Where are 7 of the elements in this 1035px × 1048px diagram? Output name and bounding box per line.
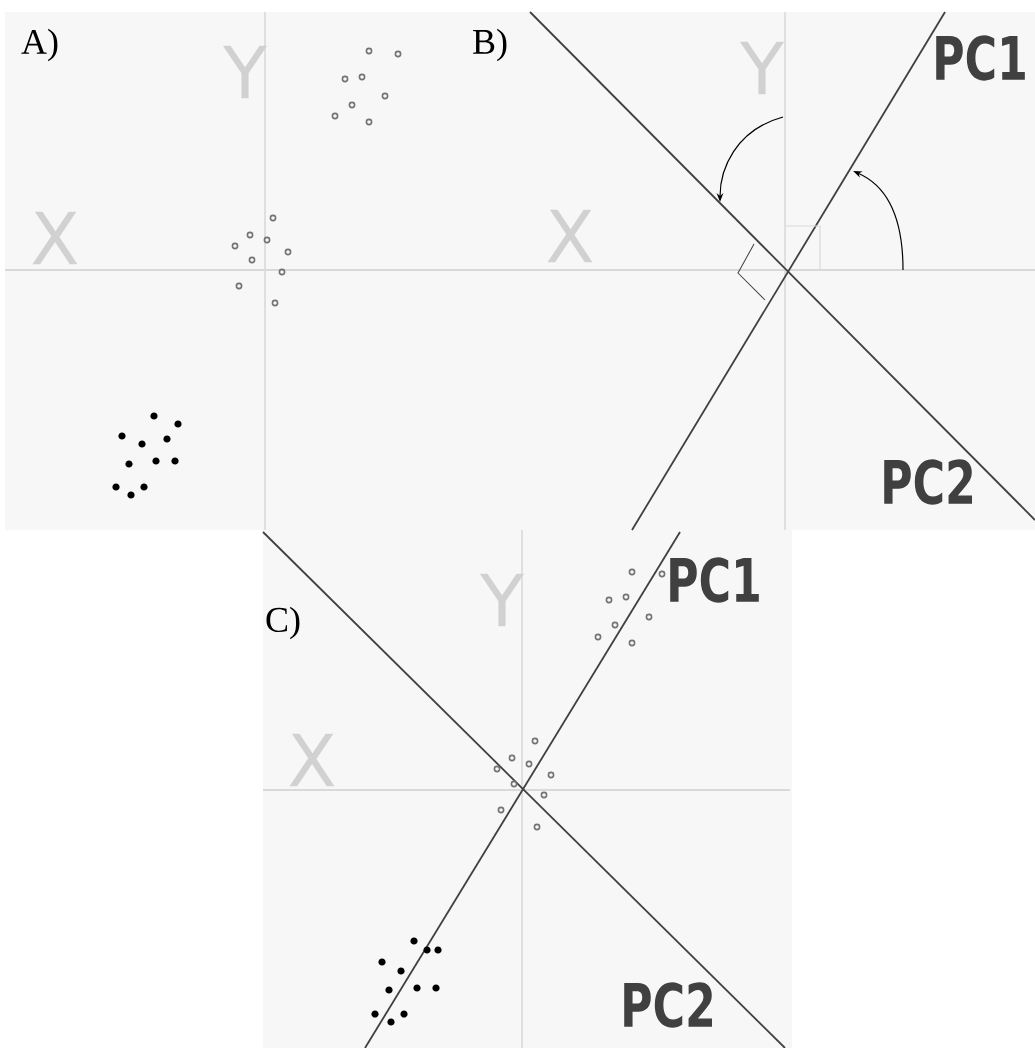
panel-label: C)	[266, 606, 300, 640]
component-label: PC1	[670, 557, 759, 603]
component-label: PC2	[884, 459, 972, 505]
panel-label: B)	[473, 28, 507, 62]
component-label: PC2	[624, 982, 712, 1028]
component-label: PC1	[936, 35, 1025, 81]
panel-label: A)	[21, 28, 58, 62]
